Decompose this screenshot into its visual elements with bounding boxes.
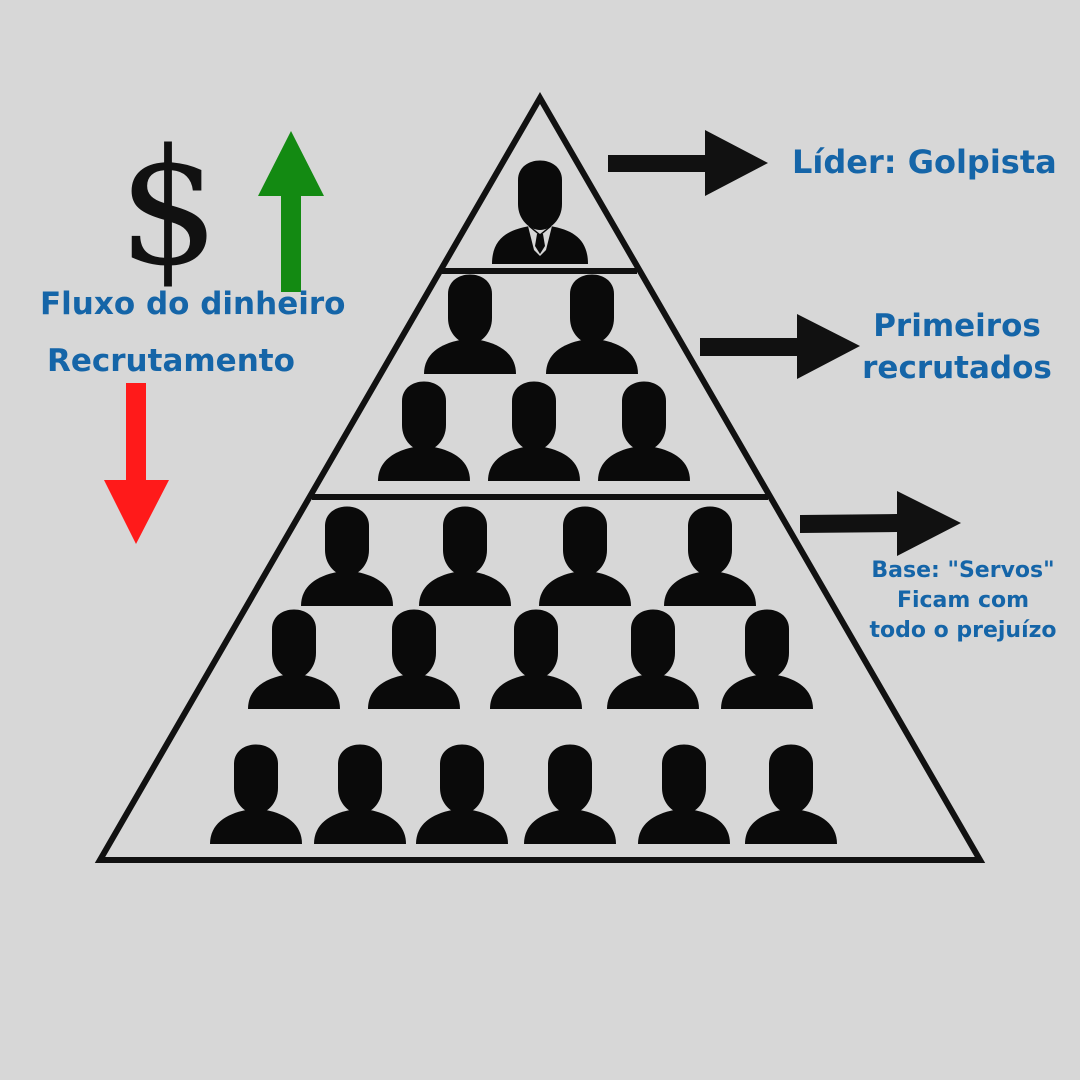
person-icon: [314, 744, 406, 844]
person-icon: [721, 609, 813, 709]
person-icon: [664, 506, 756, 606]
person-icon: [419, 506, 511, 606]
person-icon: [490, 609, 582, 709]
person-icon: [524, 744, 616, 844]
person-icon: [368, 609, 460, 709]
first-recruits-arrow-right-icon: [700, 314, 860, 379]
recruitment-arrow-down-icon: [104, 383, 169, 544]
base-label-line2: Ficam com: [896, 588, 1030, 613]
person-icon: [539, 506, 631, 606]
person-icon: [210, 744, 302, 844]
leader-businessman-icon: [492, 160, 588, 264]
first-recruits-label-line1: Primeiros: [873, 308, 1041, 344]
base-label-line1: Base: "Servos": [871, 558, 1055, 583]
first-recruits-label-line2: recrutados: [862, 350, 1052, 386]
first-recruits-label: Primeiros recrutados: [852, 305, 1062, 389]
person-icon: [301, 506, 393, 606]
person-icon: [248, 609, 340, 709]
person-icon: [598, 381, 690, 481]
dollar-sign-icon: $: [118, 114, 220, 301]
leader-arrow-right-icon: [608, 130, 768, 196]
base-arrow-right-icon: [800, 491, 961, 556]
person-icon: [745, 744, 837, 844]
pyramid-people-group: [210, 274, 837, 844]
base-label: Base: "Servos" Ficam com todo o prejuízo: [850, 556, 1076, 646]
person-icon: [638, 744, 730, 844]
base-label-line3: todo o prejuízo: [869, 618, 1057, 643]
person-icon: [488, 381, 580, 481]
person-icon: [607, 609, 699, 709]
money-flow-arrow-up-icon: [258, 131, 324, 292]
person-icon: [416, 744, 508, 844]
person-icon: [546, 274, 638, 374]
person-icon: [378, 381, 470, 481]
person-icon: [424, 274, 516, 374]
money-flow-label: Fluxo do dinheiro: [40, 286, 346, 322]
leader-label: Líder: Golpista: [792, 143, 1057, 181]
recruitment-label: Recrutamento: [47, 343, 295, 379]
